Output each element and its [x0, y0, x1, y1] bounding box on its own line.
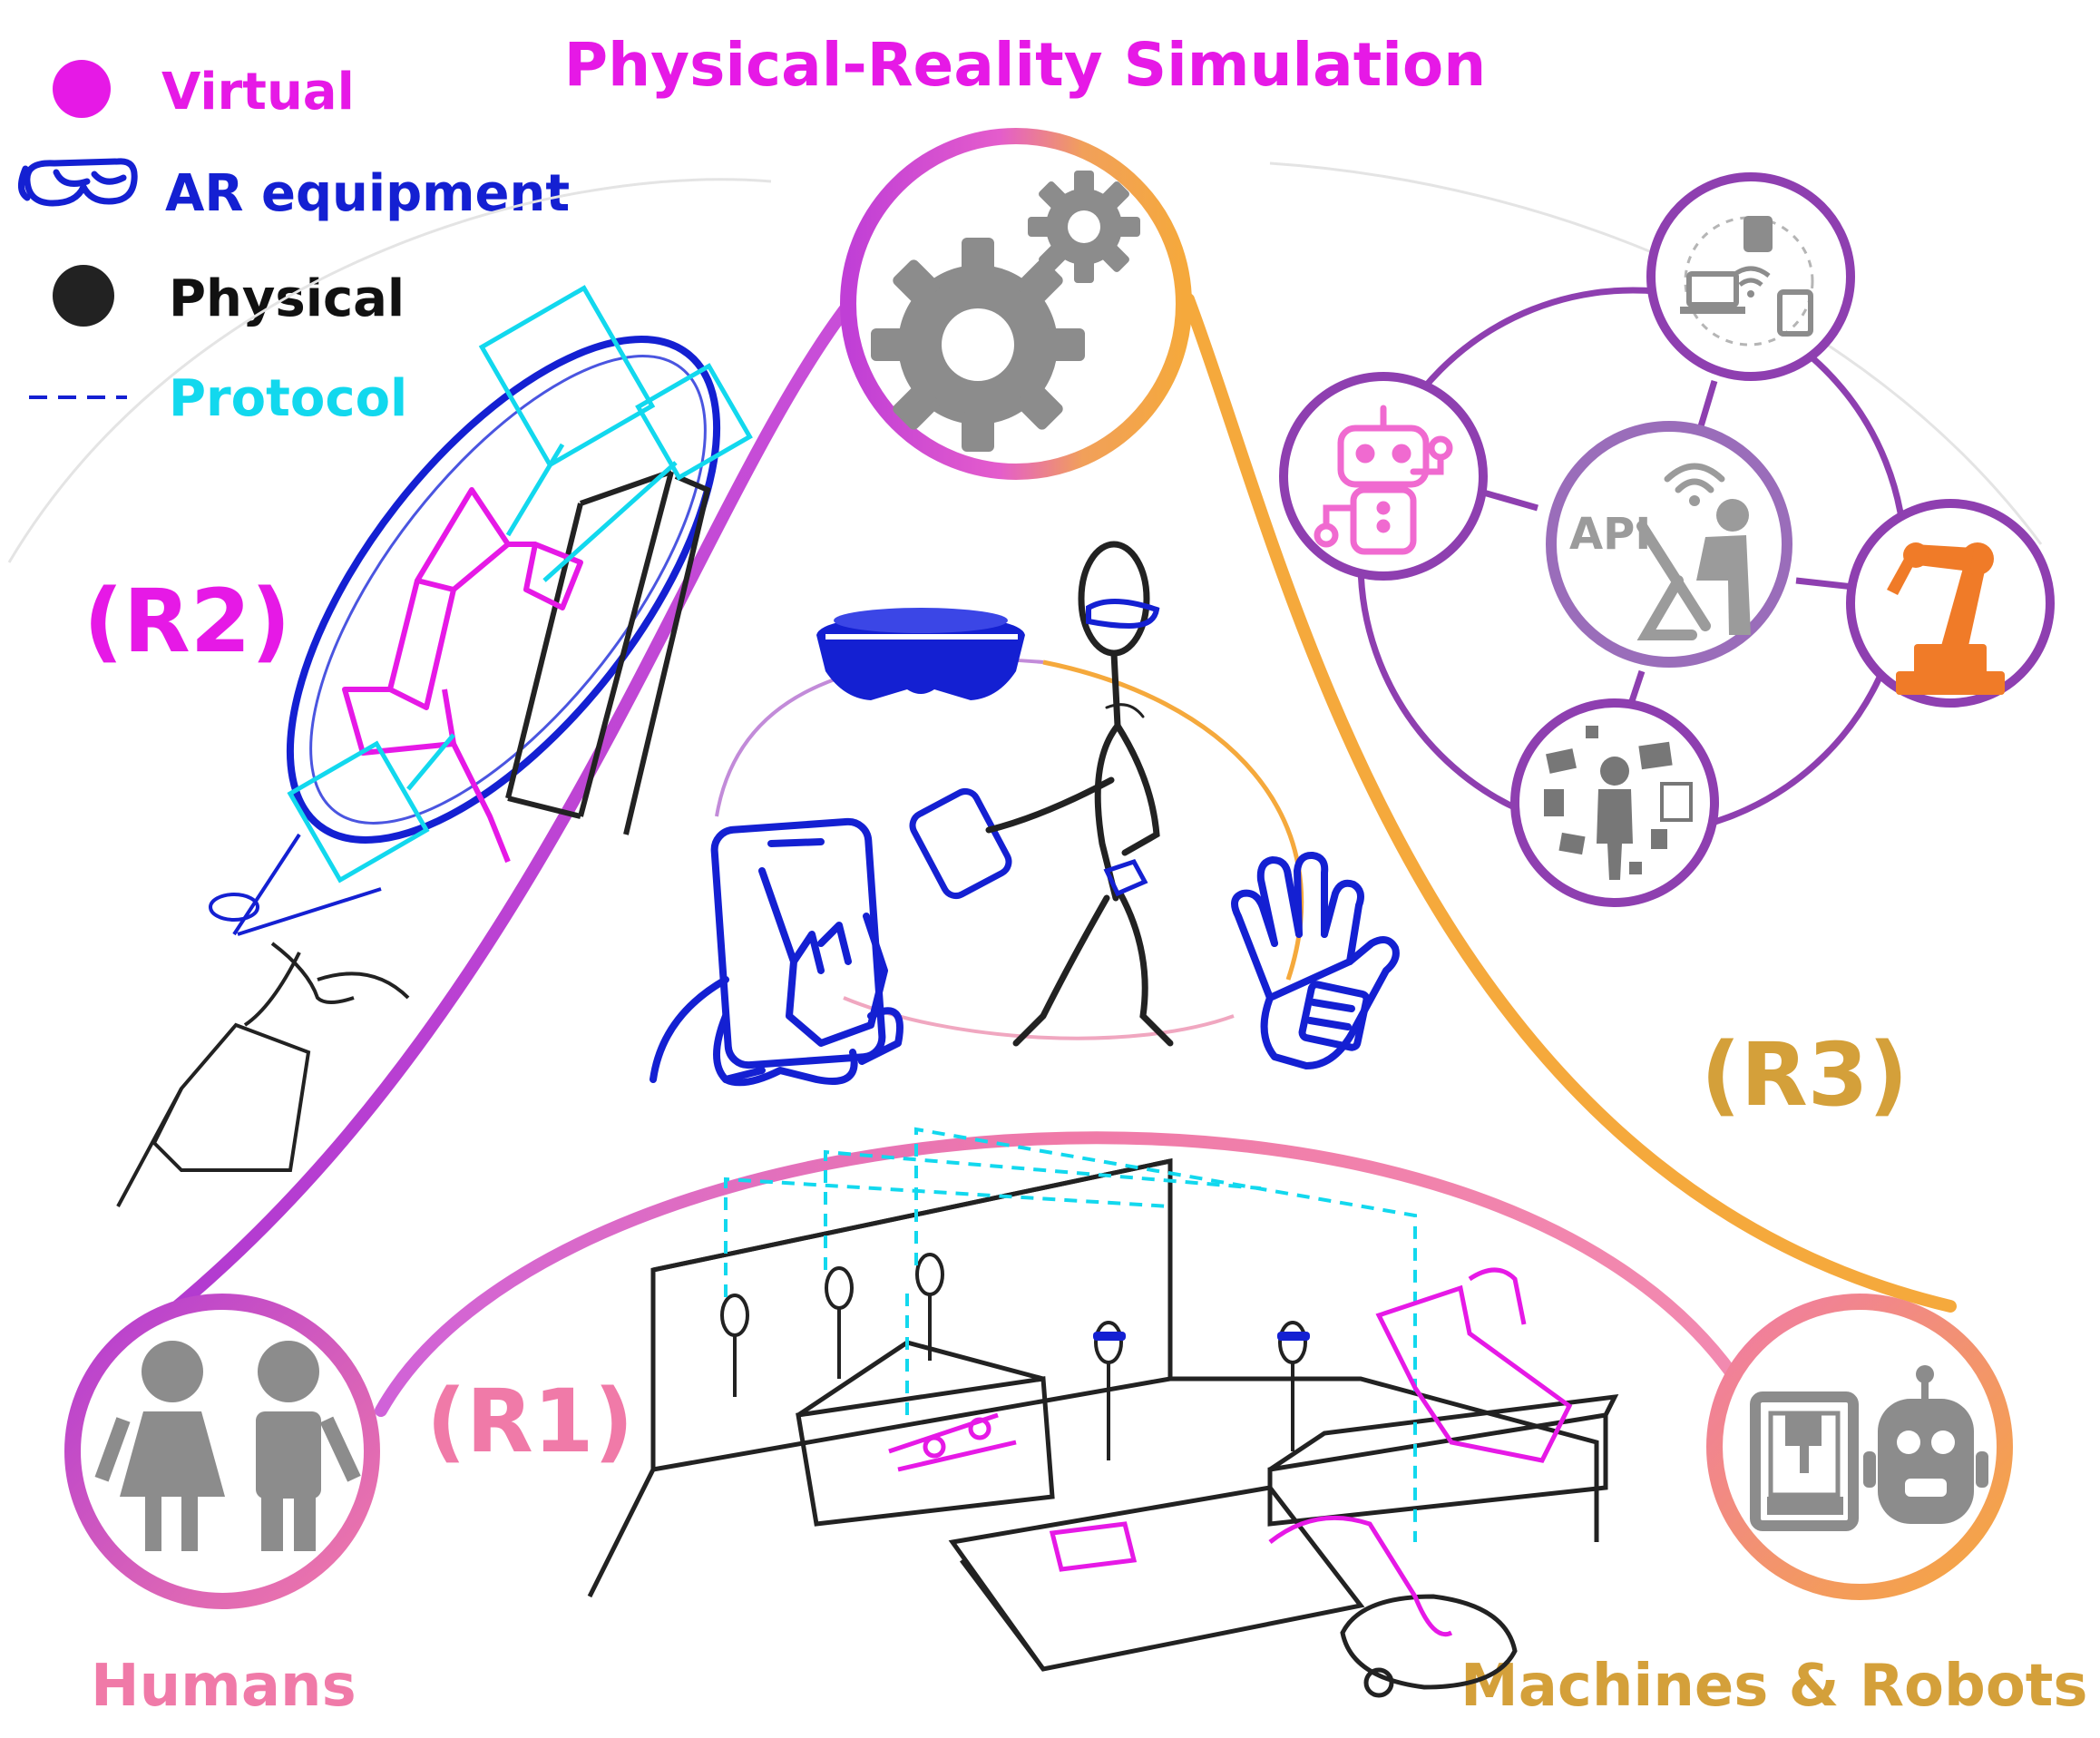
api-node [1546, 421, 1792, 668]
region-r3-label: (R3) [1701, 1024, 1908, 1126]
ar-interaction-scene [650, 541, 1400, 1087]
sketch-person-figure [985, 541, 1174, 1047]
ar-headset-icon [816, 608, 1025, 700]
devices-icon [1680, 216, 1814, 347]
gears-node [840, 128, 1192, 480]
smartphone-icon [909, 787, 1012, 900]
legend-virtual-marker [53, 60, 111, 118]
api-label: API [1569, 509, 1651, 560]
virtual-factory-elements [888, 1267, 1573, 1636]
machines-label: Machines & Robots [1460, 1653, 2087, 1720]
humans-label: Humans [91, 1653, 357, 1720]
ar-glasses-icon [18, 158, 138, 207]
protocol-lines [724, 1127, 1417, 1542]
humans-icon [94, 1341, 361, 1551]
person-screens-icon [1544, 726, 1693, 880]
ar-view-balloon [116, 285, 753, 1207]
api-cluster: API [1279, 172, 2055, 907]
glove-icon [1231, 851, 1400, 1069]
factory-scene [587, 1127, 1619, 1698]
legend: Virtual AR equipment Physical Protocol [18, 60, 570, 428]
factory-workers [720, 1253, 1307, 1460]
ar-user-figure [116, 893, 410, 1207]
machines-node [1706, 1294, 2013, 1600]
robot-arm-node [1846, 499, 2055, 708]
robot-arm-icon [1887, 542, 2005, 695]
tablet-icon [650, 817, 903, 1087]
humans-node [64, 1294, 380, 1609]
gears-icon [871, 171, 1140, 452]
legend-protocol-label: Protocol [169, 369, 407, 428]
hand-device [1103, 858, 1148, 897]
region-r2-label: (R2) [83, 571, 290, 672]
legend-physical-marker [53, 265, 114, 327]
devices-node [1646, 172, 1855, 381]
triangle-frame [143, 293, 1957, 1417]
legend-ar-label: AR equipment [165, 164, 570, 223]
robot-icon [1314, 405, 1453, 555]
api-worker-icon: API [1569, 463, 1751, 640]
region-r1-label: (R1) [426, 1371, 633, 1472]
legend-virtual-label: Virtual [161, 63, 355, 122]
machine-robot-icon [1750, 1365, 1988, 1531]
diagram-title: Physical-Reality Simulation [564, 30, 1486, 100]
